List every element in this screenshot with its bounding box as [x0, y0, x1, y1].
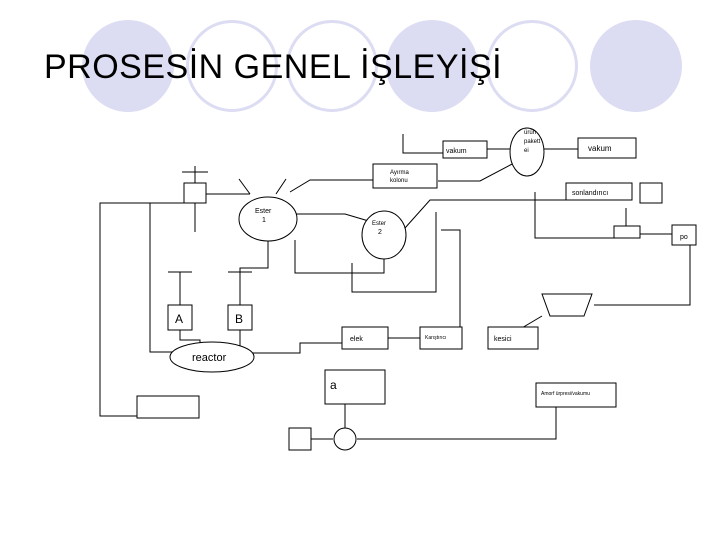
elek-box: elek	[341, 326, 389, 350]
amorf-label: Amorf ürpresi/vakumu	[541, 391, 590, 397]
ester-2-vessel: Ester 2	[361, 210, 407, 260]
a-box-label: a	[330, 378, 337, 392]
pump-circle	[333, 427, 357, 451]
karistirici-label: Karıştırıcı	[425, 335, 446, 341]
ester-1-line-1: Ester	[255, 208, 272, 215]
karistirici-box: Karıştırıcı	[419, 326, 463, 350]
urun-line-2: pakett	[524, 139, 541, 145]
urun-line-3: ei	[524, 148, 529, 154]
tank-a-label: A	[175, 312, 183, 326]
a-box: a	[324, 369, 386, 405]
vakum-left-label: vakum	[446, 148, 467, 155]
hopper-trapezoid	[541, 293, 593, 317]
decor-circle-2	[186, 20, 278, 112]
tank-b-box: B	[227, 304, 253, 331]
valve-box-top-left	[183, 182, 207, 204]
sonlandirici-box: sonlandırıcı	[565, 182, 633, 201]
tank-a-box: A	[167, 304, 193, 331]
kesici-label: kesici	[494, 336, 512, 343]
ester-2-line-1: Ester	[372, 221, 386, 227]
decor-circle-4	[386, 20, 478, 112]
decor-circle-1	[82, 20, 174, 112]
ester-2-line-2: 2	[378, 229, 382, 236]
ayirma-kolonu-box: Ayırma kolonu	[372, 163, 438, 189]
storage-box-bottom-left	[136, 395, 200, 419]
tank-b-label: B	[235, 312, 243, 326]
decor-circle-6	[590, 20, 682, 112]
ester-1-vessel: Ester 1	[238, 196, 298, 242]
urun-paketi-node: ürün pakett ei	[509, 127, 545, 177]
ayirma-line-2: kolonu	[390, 178, 408, 184]
urun-line-1: ürün	[524, 130, 536, 136]
reactor-label: reactor	[192, 352, 227, 364]
amorf-box: Amorf ürpresi/vakumu	[535, 382, 617, 408]
vakum-left-box: vakum	[442, 140, 488, 159]
po-label: po	[680, 234, 688, 241]
valve-box-right	[639, 182, 663, 204]
vakum-right-label: vakum	[588, 144, 612, 153]
reactor-vessel: reactor	[169, 341, 255, 373]
decor-circle-5	[486, 20, 578, 112]
ester-1-line-2: 1	[262, 217, 266, 224]
sonlandirici-label: sonlandırıcı	[572, 190, 608, 197]
po-box: po	[671, 224, 697, 246]
ayirma-line-1: Ayırma	[390, 170, 410, 176]
elek-label: elek	[350, 336, 363, 343]
vakum-right-box: vakum	[577, 137, 637, 159]
decor-circle-3	[286, 20, 378, 112]
small-box-right	[613, 225, 641, 239]
kesici-box: kesici	[487, 326, 539, 350]
small-square-bottom	[288, 427, 312, 451]
slide-title: PROSESİN GENEL İŞLEYİŞİ	[44, 48, 503, 86]
